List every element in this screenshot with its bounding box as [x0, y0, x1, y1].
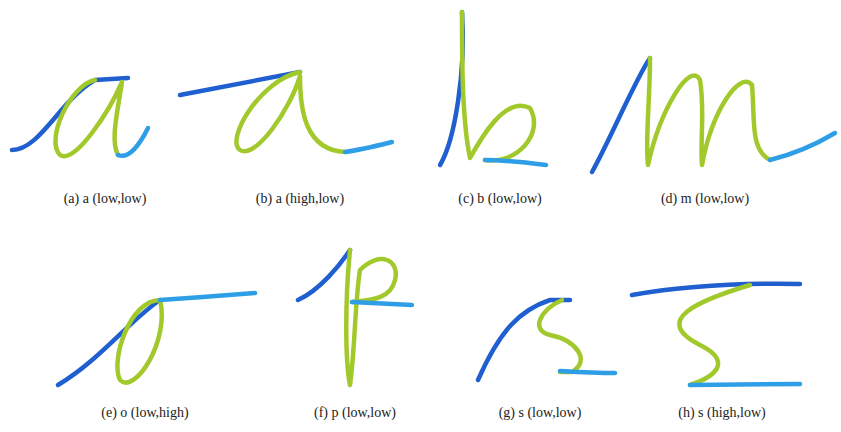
subfigure-caption: (e) o (low,high)	[101, 405, 188, 421]
letter-m-low-low	[592, 58, 835, 172]
letter-b-low-low	[440, 12, 546, 165]
letter-p-low-low	[298, 250, 412, 385]
subfigure-caption: (g) s (low,low)	[499, 405, 582, 421]
letter-s-low-low	[478, 300, 615, 380]
subfigure-caption: (a) a (low,low)	[64, 191, 147, 207]
subfigure-caption: (f) p (low,low)	[314, 405, 396, 421]
letter-a-low-low	[12, 78, 148, 156]
letter-a-high-low	[180, 72, 392, 152]
subfigure-caption: (h) s (high,low)	[678, 405, 766, 421]
subfigure-caption: (c) b (low,low)	[458, 191, 541, 207]
subfigure-caption: (d) m (low,low)	[661, 191, 749, 207]
letter-s-high-low	[632, 284, 800, 385]
letter-o-low-high	[58, 293, 255, 385]
subfigure-caption: (b) a (high,low)	[256, 191, 344, 207]
